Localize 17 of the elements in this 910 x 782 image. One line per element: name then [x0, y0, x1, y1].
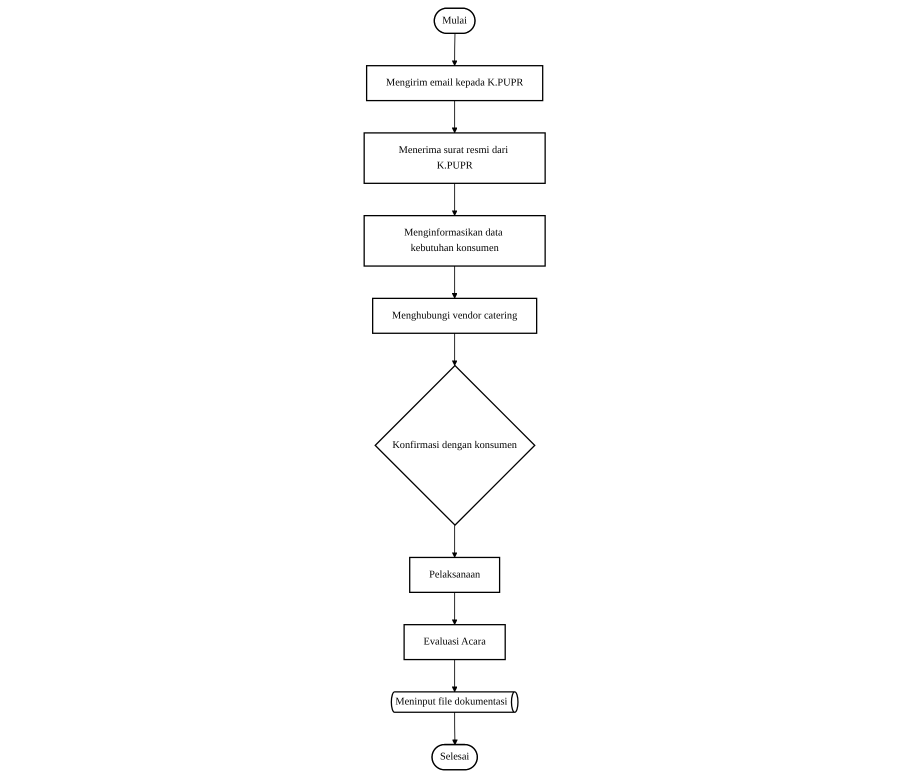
arrow — [452, 711, 458, 745]
arrow — [452, 100, 458, 133]
arrow — [452, 658, 458, 692]
node-diamond: Konfirmasi dengan konsumen — [374, 364, 536, 526]
arrow — [452, 182, 458, 216]
node-box: Evaluasi Acara — [404, 624, 506, 660]
node-box: Menghubungi vendor catering — [372, 297, 538, 334]
arrow — [452, 332, 458, 366]
node-box: Menginformasikan data kebutuhan konsumen — [364, 214, 546, 266]
arrow — [452, 265, 458, 298]
node-text: Meninput file dokumentasi — [396, 696, 508, 707]
arrow — [452, 32, 458, 66]
node-box: Pelaksanaan — [409, 556, 501, 593]
arrow — [452, 524, 458, 558]
node-box: Menerima surat resmi dari K.PUPR — [364, 132, 546, 184]
node-box: Mengirim email kepada K.PUPR — [366, 64, 544, 101]
arrow — [452, 591, 458, 624]
